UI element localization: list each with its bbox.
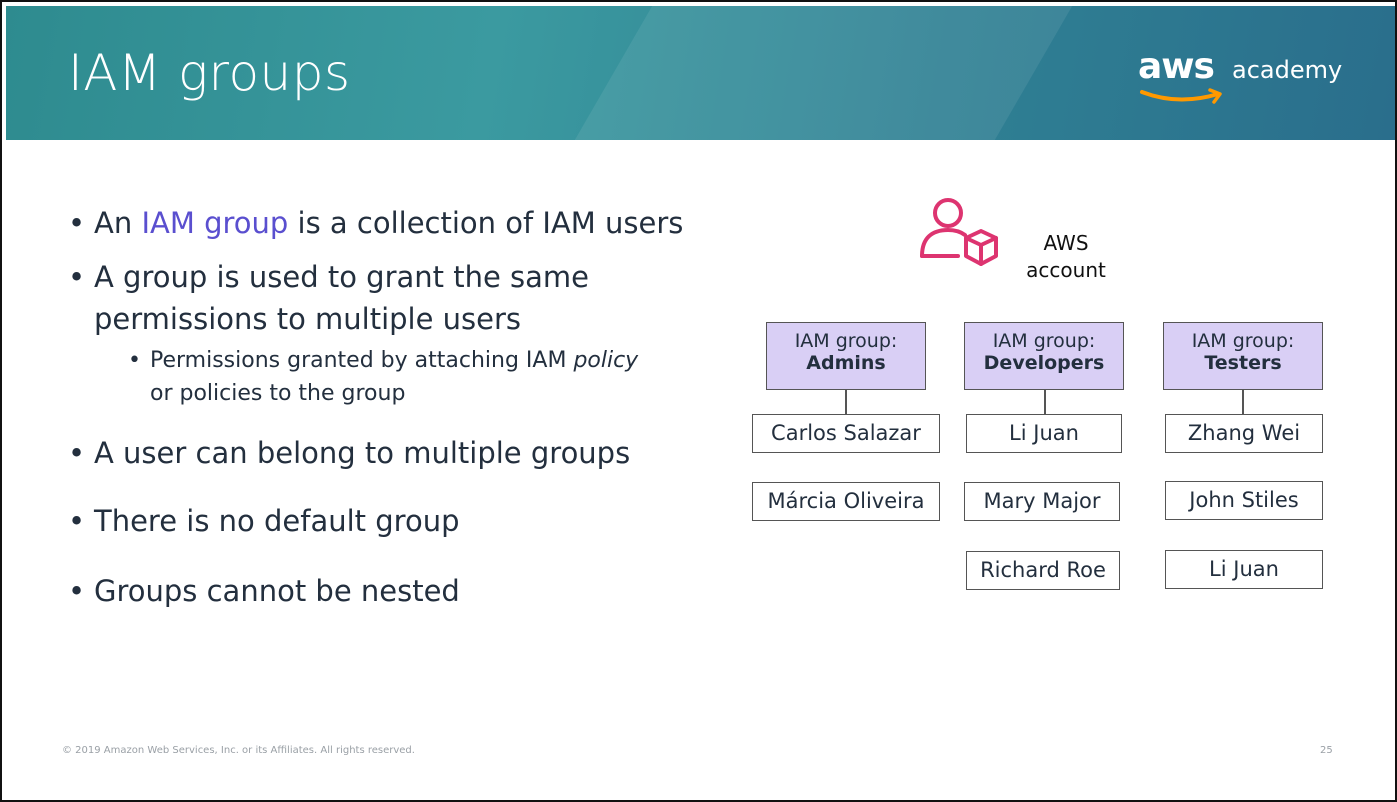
bullet-text: A user can belong to multiple groups — [94, 436, 631, 470]
sub-bullet-text: or policies to the group — [150, 381, 406, 406]
group-name: Testers — [1204, 352, 1282, 374]
bullet-multiple-groups: A user can belong to multiple groups — [64, 432, 734, 474]
user-box: John Stiles — [1165, 481, 1323, 520]
aws-account-label: AWS account — [1018, 230, 1114, 284]
user-box: Li Juan — [966, 414, 1122, 453]
bullet-text: An — [94, 206, 142, 240]
smile-arrow-icon — [1140, 88, 1222, 104]
iam-groups-diagram: AWS account IAM group: Admins Carlos Sal… — [742, 192, 1362, 612]
highlight-term: IAM group — [141, 206, 289, 240]
aws-academy-logo: aws academy — [1138, 46, 1358, 110]
bullet-list: An IAM group is a collection of IAM user… — [64, 202, 734, 612]
group-box-testers: IAM group: Testers — [1163, 322, 1323, 390]
group-prefix: IAM group: — [992, 330, 1096, 352]
bullet-not-nested: Groups cannot be nested — [64, 570, 734, 612]
user-box: Li Juan — [1165, 550, 1323, 589]
sub-bullet-policies: Permissions granted by attaching IAM pol… — [126, 344, 734, 410]
copyright-footer: © 2019 Amazon Web Services, Inc. or its … — [62, 745, 415, 756]
bullet-text: Groups cannot be nested — [94, 574, 460, 608]
bullet-line: A group is used to grant the same — [94, 260, 590, 294]
bullet-text: is a collection of IAM users — [288, 206, 684, 240]
group-box-developers: IAM group: Developers — [964, 322, 1124, 390]
logo-brand: aws — [1138, 46, 1215, 87]
bullet-iam-group-definition: An IAM group is a collection of IAM user… — [64, 202, 734, 244]
group-connector — [1242, 390, 1244, 414]
logo-suffix: academy — [1232, 56, 1343, 84]
group-name: Developers — [983, 352, 1105, 374]
bullet-no-default-group: There is no default group — [64, 500, 734, 542]
group-name: Admins — [806, 352, 886, 374]
sub-bullet-text: Permissions granted by attaching IAM — [150, 348, 574, 373]
account-label-line: AWS — [1043, 231, 1089, 255]
user-with-box-icon — [920, 198, 998, 266]
user-box: Richard Roe — [966, 551, 1120, 590]
user-box: Carlos Salazar — [752, 414, 940, 453]
bullet-line: permissions to multiple users — [94, 302, 522, 336]
page-number: 25 — [1320, 745, 1333, 756]
banner-sheen — [536, 6, 1096, 140]
account-label-line: account — [1026, 258, 1106, 282]
user-box: Márcia Oliveira — [752, 482, 940, 521]
bullet-grant-permissions: A group is used to grant the same permis… — [64, 256, 734, 340]
group-prefix: IAM group: — [1191, 330, 1295, 352]
group-box-admins: IAM group: Admins — [766, 322, 926, 390]
group-connector — [1044, 390, 1046, 414]
bullet-text: There is no default group — [94, 504, 460, 538]
user-box: Mary Major — [964, 482, 1120, 521]
policy-term: policy — [573, 348, 639, 373]
slide-title: IAM groups — [68, 44, 351, 102]
group-connector — [845, 390, 847, 414]
user-box: Zhang Wei — [1165, 414, 1323, 453]
title-banner: IAM groups aws academy — [6, 6, 1395, 140]
group-prefix: IAM group: — [794, 330, 898, 352]
